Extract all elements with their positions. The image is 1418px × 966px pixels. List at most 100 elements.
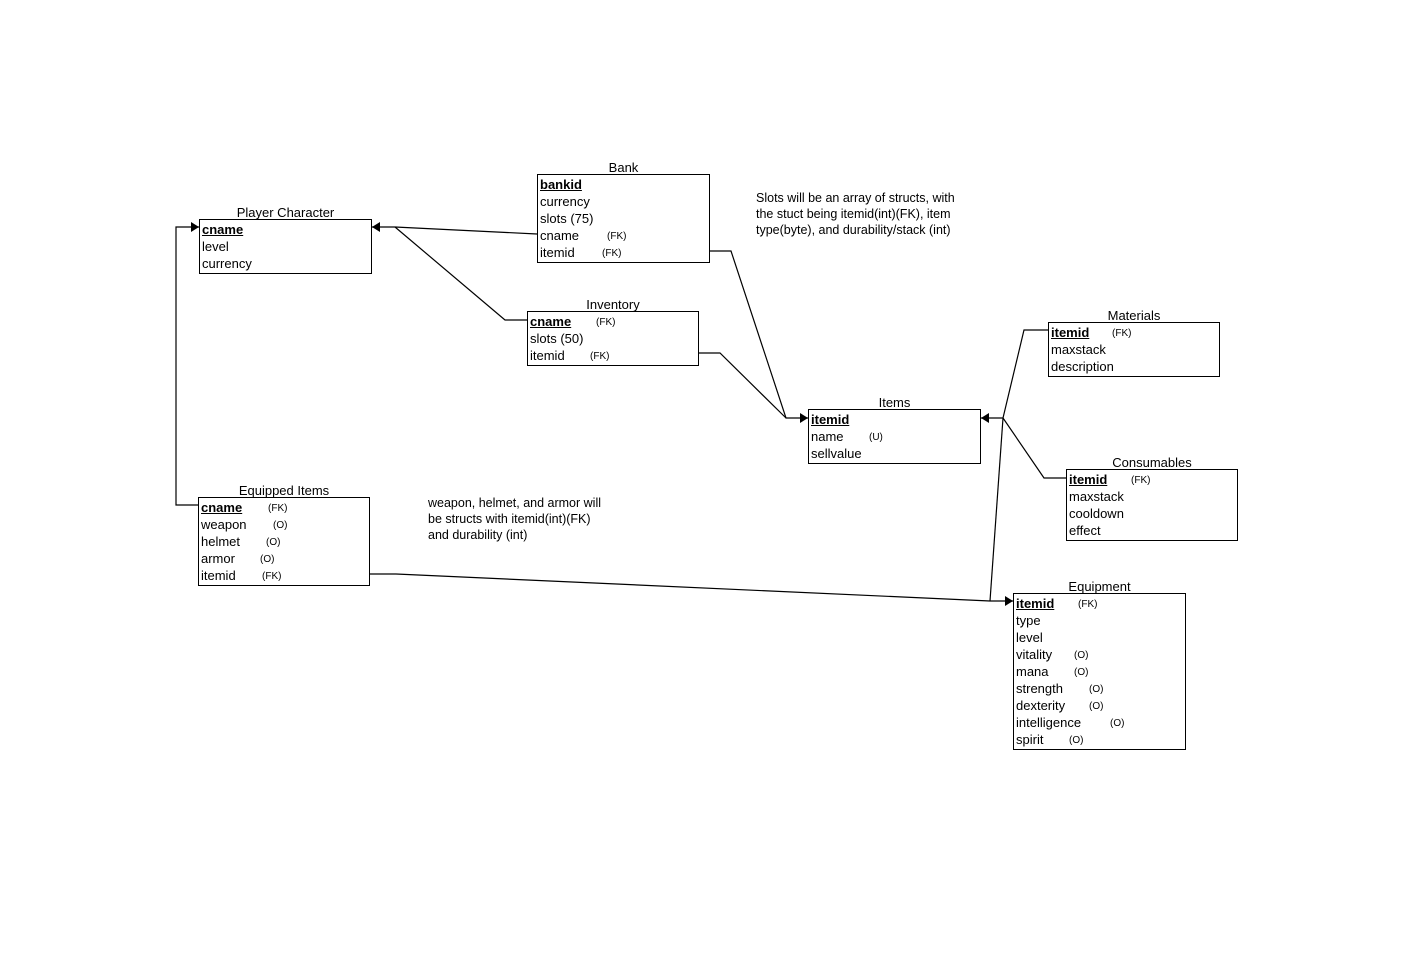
relationship-bank-to-items <box>710 250 808 419</box>
attribute-tag: (FK) <box>596 317 616 328</box>
primary-key-attribute: cname <box>202 221 371 238</box>
relationship-materials-to-items <box>981 329 1048 419</box>
arrowhead-icon <box>1005 596 1013 606</box>
attribute-row: currency <box>540 193 709 210</box>
attribute-tag: (O) <box>1089 701 1104 712</box>
entity-title: Equipment <box>1068 579 1131 594</box>
entity-title: Materials <box>1107 308 1161 323</box>
attribute-name: intelligence <box>1016 715 1082 730</box>
attribute-row: itemid (FK) <box>540 244 709 261</box>
attribute-name: slots (75) <box>540 211 594 226</box>
attribute-row: vitality (O) <box>1016 646 1185 663</box>
entity-title: Inventory <box>586 297 640 312</box>
attribute-name: name <box>811 429 844 444</box>
attribute-name: maxstack <box>1069 489 1124 504</box>
attribute-tag: (U) <box>869 432 883 443</box>
annotation-line: the stuct being itemid(int)(FK), item <box>756 207 951 221</box>
relationship-inventory-to-items <box>699 352 787 419</box>
primary-key-attribute: itemid(FK) <box>1069 471 1237 488</box>
attribute-name: armor <box>201 551 235 566</box>
attribute-row: itemid (FK) <box>530 347 698 364</box>
attribute-row: maxstack <box>1051 341 1219 358</box>
entity-title: Consumables <box>1112 455 1192 470</box>
primary-key-attribute: itemid (FK) <box>1051 324 1219 341</box>
relationship-inventory-to-player-character <box>394 226 527 321</box>
attribute-tag: (FK) <box>602 248 622 259</box>
attribute-row: spirit(O) <box>1016 731 1185 748</box>
attribute-name: itemid <box>1069 472 1108 487</box>
primary-key-attribute: itemid <box>811 411 980 428</box>
attribute-row: sellvalue <box>811 445 980 462</box>
entity-items[interactable]: Items itemid name (U) sellvalue <box>808 395 981 464</box>
attribute-tag: (FK) <box>268 503 288 514</box>
arrowhead-icon <box>800 413 808 423</box>
annotation-line: be structs with itemid(int)(FK) <box>428 512 591 526</box>
attribute-name: mana <box>1016 664 1049 679</box>
attribute-name: maxstack <box>1051 342 1106 357</box>
attribute-tag: (FK) <box>262 571 282 582</box>
entity-title: Items <box>878 395 911 410</box>
entity-title: Bank <box>608 160 639 175</box>
attribute-name: slots (50) <box>530 331 584 346</box>
annotation-line: Slots will be an array of structs, with <box>756 191 955 205</box>
attribute-tag: (O) <box>1069 735 1084 746</box>
attribute-row: effect <box>1069 522 1237 539</box>
attribute-name: description <box>1051 359 1114 374</box>
attribute-tag: (O) <box>1110 718 1125 729</box>
entity-inventory[interactable]: Inventory cname (FK) slots (50) itemid (FK) <box>527 297 699 366</box>
annotation-line: weapon, helmet, and armor will <box>428 496 601 510</box>
entity-materials[interactable]: Materials itemid (FK) maxstack description <box>1048 308 1220 377</box>
entity-attribute-box: itemid(FK)maxstack cooldown effect <box>1066 469 1238 541</box>
attribute-row: slots (50) <box>530 330 698 347</box>
attribute-name: cooldown <box>1069 506 1124 521</box>
arrowhead-icon <box>191 222 199 232</box>
attribute-row: helmet(O) <box>201 533 369 550</box>
attribute-row: cooldown <box>1069 505 1237 522</box>
attribute-row: maxstack <box>1069 488 1237 505</box>
attribute-tag: (FK) <box>1112 328 1132 339</box>
arrowhead-icon <box>372 222 380 232</box>
attribute-row: dexterity (O) <box>1016 697 1185 714</box>
attribute-name: itemid <box>811 412 850 427</box>
attribute-name: vitality <box>1016 647 1053 662</box>
attribute-row: currency <box>202 255 371 272</box>
attribute-name: effect <box>1069 523 1101 538</box>
attribute-row: intelligence (O) <box>1016 714 1185 731</box>
attribute-name: cname <box>201 500 243 515</box>
attribute-name: sellvalue <box>811 446 862 461</box>
attribute-name: cname <box>540 228 580 243</box>
attribute-name: strength <box>1016 681 1063 696</box>
attribute-name: itemid <box>1016 596 1055 611</box>
attribute-name: cname <box>530 314 572 329</box>
attribute-name: cname <box>202 222 244 237</box>
attribute-row: strength(O) <box>1016 680 1185 697</box>
attribute-name: itemid <box>540 245 575 260</box>
entity-attribute-box: cname(FK)weapon(O)helmet(O)armor(O)itemi… <box>198 497 370 586</box>
attribute-name: helmet <box>201 534 241 549</box>
attribute-name: level <box>202 239 229 254</box>
attribute-name: itemid <box>530 348 565 363</box>
attribute-row: type <box>1016 612 1185 629</box>
attribute-row: weapon(O) <box>201 516 369 533</box>
primary-key-attribute: cname (FK) <box>530 313 698 330</box>
attribute-row: level <box>1016 629 1185 646</box>
attribute-tag: (O) <box>1074 667 1089 678</box>
attribute-name: itemid <box>1051 325 1090 340</box>
attribute-tag: (O) <box>1074 650 1089 661</box>
attribute-name: currency <box>540 194 590 209</box>
attribute-name: dexterity <box>1016 698 1066 713</box>
attribute-name: itemid <box>201 568 236 583</box>
relationship-equipment-to-items <box>989 417 1004 602</box>
arrowhead-icon <box>981 413 989 423</box>
attribute-tag: (FK) <box>590 351 610 362</box>
